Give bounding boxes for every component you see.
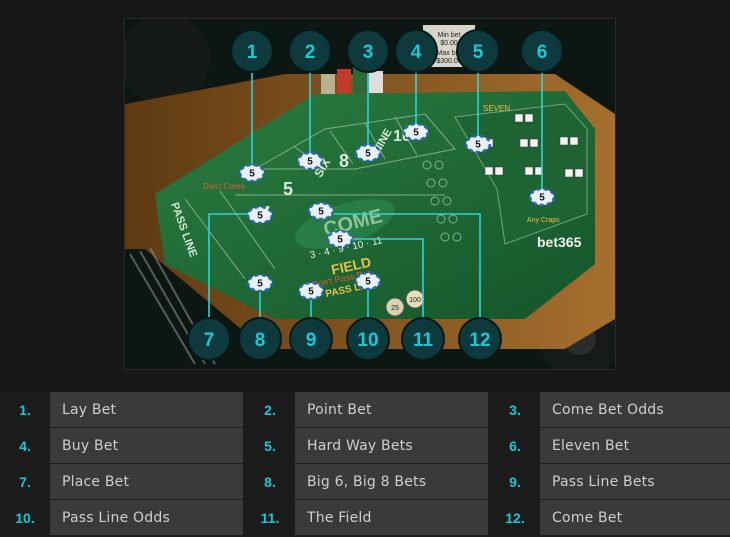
chip-value: 5 xyxy=(257,279,263,290)
marker-8: 8 xyxy=(238,317,282,361)
marker-7: 7 xyxy=(187,317,231,361)
chip-7: 5 xyxy=(246,205,274,225)
marker-6: 6 xyxy=(520,29,564,73)
legend-label: Come Bet Odds xyxy=(540,392,730,427)
rack-chips: 25 100 xyxy=(385,289,425,317)
legend-label: Hard Way Bets xyxy=(295,428,488,463)
chip-value: 5 xyxy=(365,277,371,288)
chip-value: 5 xyxy=(257,211,263,222)
brand-logo: bet365 xyxy=(537,234,582,250)
chip-8: 5 xyxy=(246,273,274,293)
legend-label: Pass Line Odds xyxy=(50,500,243,535)
chip-10: 5 xyxy=(354,271,382,291)
legend-number: 6. xyxy=(490,428,540,463)
legend-label: Come Bet xyxy=(540,500,730,535)
marker-label: 1 xyxy=(247,42,258,63)
marker-5: 5 xyxy=(456,29,500,73)
marker-12: 12 xyxy=(458,317,502,361)
any-craps-label: Any Craps xyxy=(527,217,560,224)
marker-label: 5 xyxy=(473,42,484,63)
chip-value: 5 xyxy=(307,157,313,168)
marker-label: 11 xyxy=(413,330,434,351)
marker-2: 2 xyxy=(288,29,332,73)
chip-2: 5 xyxy=(296,151,324,171)
legend-number: 7. xyxy=(0,464,50,499)
chip-value: 5 xyxy=(249,169,255,180)
legend-label: Point Bet xyxy=(295,392,488,427)
chip-value: 5 xyxy=(308,287,314,298)
chip-11: 5 xyxy=(326,229,354,249)
marker-1: 1 xyxy=(230,29,274,73)
marker-label: 4 xyxy=(411,42,422,63)
marker-label: 7 xyxy=(204,330,215,351)
placed-chips: 5 5 5 5 5 5 5 5 5 5 5 5 xyxy=(238,122,556,301)
chip-3: 5 xyxy=(354,143,382,163)
legend-label: The Field xyxy=(295,500,488,535)
marker-9: 9 xyxy=(289,317,333,361)
dont-come-label: Don't Come xyxy=(203,182,246,191)
chip-1: 5 xyxy=(238,163,266,183)
chip-4: 5 xyxy=(402,122,430,142)
chip-value: 5 xyxy=(365,149,371,160)
seven-label: SEVEN xyxy=(483,104,510,113)
marker-label: 8 xyxy=(255,330,266,351)
marker-label: 3 xyxy=(363,42,374,63)
chip-value: 5 xyxy=(539,193,545,204)
legend-number: 5. xyxy=(245,428,295,463)
min-bet-value: $0.00 xyxy=(440,40,458,47)
chip-12: 5 xyxy=(307,201,335,221)
legend-label: Big 6, Big 8 Bets xyxy=(295,464,488,499)
legend-label: Eleven Bet xyxy=(540,428,730,463)
legend-number: 9. xyxy=(490,464,540,499)
marker-label: 9 xyxy=(306,330,317,351)
chip-value: 5 xyxy=(475,140,481,151)
legend-number: 2. xyxy=(245,392,295,427)
legend-number: 12. xyxy=(490,500,540,535)
marker-label: 2 xyxy=(305,42,316,63)
svg-text:25: 25 xyxy=(391,305,399,312)
chip-value: 5 xyxy=(318,207,324,218)
marker-label: 12 xyxy=(469,330,490,351)
min-bet-label: Min bet xyxy=(438,32,461,39)
legend-number: 10. xyxy=(0,500,50,535)
max-bet-value: $300.00 xyxy=(436,58,461,65)
chip-value: 5 xyxy=(337,235,343,246)
point-8: 8 xyxy=(339,151,349,171)
chip-stacks xyxy=(321,67,383,94)
legend-label: Pass Line Bets xyxy=(540,464,730,499)
legend-number: 8. xyxy=(245,464,295,499)
legend-number: 11. xyxy=(245,500,295,535)
legend-label: Lay Bet xyxy=(50,392,243,427)
svg-text:100: 100 xyxy=(409,297,421,304)
marker-3: 3 xyxy=(346,29,390,73)
legend-number: 4. xyxy=(0,428,50,463)
marker-label: 6 xyxy=(537,42,548,63)
legend-number: 1. xyxy=(0,392,50,427)
marker-label: 10 xyxy=(357,330,378,351)
marker-11: 11 xyxy=(401,317,445,361)
chip-6: 5 xyxy=(528,187,556,207)
point-5: 5 xyxy=(283,179,293,199)
legend-number: 3. xyxy=(490,392,540,427)
max-bet-label: Max bet xyxy=(437,50,462,57)
legend-label: Place Bet xyxy=(50,464,243,499)
legend-label: Buy Bet xyxy=(50,428,243,463)
marker-10: 10 xyxy=(346,317,390,361)
marker-4: 4 xyxy=(394,29,438,73)
chip-9: 5 xyxy=(297,281,325,301)
craps-table-image: Min bet $0.00 Max bet $300.00 4 5 SIX xyxy=(124,18,616,370)
chip-value: 5 xyxy=(413,128,419,139)
chip-5: 5 xyxy=(464,134,492,154)
